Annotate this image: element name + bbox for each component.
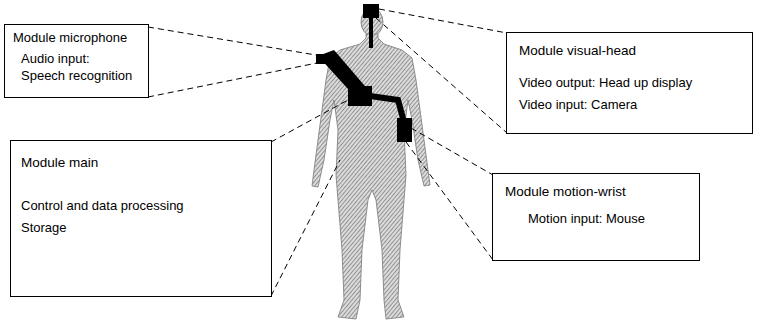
wearable-modules	[316, 4, 412, 142]
leader-line	[271, 160, 340, 296]
module-detail: Video input: Camera	[519, 98, 637, 113]
module-box: Module microphoneAudio input: Speech reco…	[4, 24, 149, 98]
leader-line	[379, 9, 507, 33]
module-box: Module mainControl and data processingSt…	[10, 140, 272, 297]
head-display-unit	[363, 4, 379, 18]
module-title: Module motion-wrist	[505, 184, 626, 200]
leader-line	[148, 27, 322, 56]
module-detail: Storage	[21, 221, 67, 236]
main-unit	[348, 86, 372, 106]
figure-body	[312, 34, 430, 319]
leader-line	[271, 100, 348, 142]
person-figure	[312, 8, 430, 319]
module-detail: Video output: Head up display	[519, 76, 692, 91]
wrist-unit	[397, 118, 412, 142]
leader-line	[406, 142, 493, 260]
module-title: Module microphone	[13, 31, 127, 46]
leader-line	[411, 128, 493, 175]
module-detail: Control and data processing	[21, 199, 184, 214]
module-detail: Motion input: Mouse	[528, 212, 645, 227]
head-cable	[369, 18, 373, 48]
module-detail: Speech recognition	[21, 69, 132, 84]
module-detail: Audio input:	[21, 52, 90, 67]
module-title: Module visual-head	[519, 43, 636, 59]
leader-line	[148, 62, 322, 97]
module-box: Module motion-wristMotion input: Mouse	[492, 173, 700, 261]
leader-line	[376, 18, 507, 133]
module-title: Module main	[21, 155, 98, 171]
module-box: Module visual-headVideo output: Head up …	[506, 32, 753, 134]
